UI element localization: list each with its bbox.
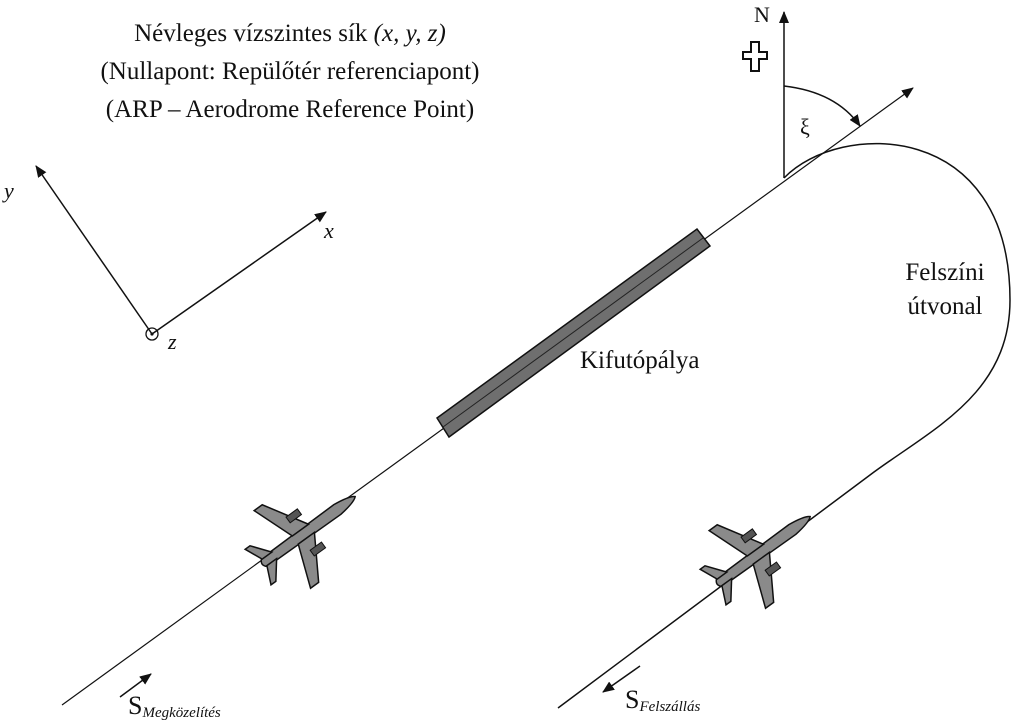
heading-angle-symbol: ξ bbox=[800, 114, 810, 139]
approach-label: SMegközelítés bbox=[128, 691, 221, 721]
surface-route-path bbox=[557, 142, 1011, 709]
z-axis-origin-icon bbox=[145, 327, 159, 341]
surface-route-label-line1: Felszíni bbox=[905, 259, 984, 286]
approach-aircraft-icon bbox=[229, 456, 385, 607]
surface-route-label-line2: útvonal bbox=[908, 293, 983, 320]
takeoff-aircraft-icon bbox=[684, 476, 840, 627]
runway-label: Kifutópálya bbox=[580, 347, 699, 374]
title-line-3: (ARP – Aerodrome Reference Point) bbox=[106, 96, 474, 123]
runway bbox=[435, 227, 712, 439]
title-line-1: Névleges vízszintes sík (x, y, z) bbox=[134, 20, 446, 47]
y-axis-label: y bbox=[2, 178, 14, 203]
heading-angle-arc bbox=[783, 85, 861, 127]
north-cross-icon bbox=[742, 41, 768, 72]
y-axis bbox=[35, 165, 153, 335]
takeoff-direction-arrow bbox=[602, 665, 641, 693]
title-line-2: (Nullapont: Repülőtér referenciapont) bbox=[100, 58, 479, 85]
takeoff-label: SFelszállás bbox=[625, 685, 700, 715]
coordinate-axes bbox=[35, 165, 327, 341]
approach-direction-arrow bbox=[119, 673, 152, 698]
z-axis-label: z bbox=[167, 329, 177, 354]
north-label: N bbox=[754, 2, 770, 27]
x-axis bbox=[151, 211, 327, 335]
x-axis-label: x bbox=[323, 218, 334, 243]
